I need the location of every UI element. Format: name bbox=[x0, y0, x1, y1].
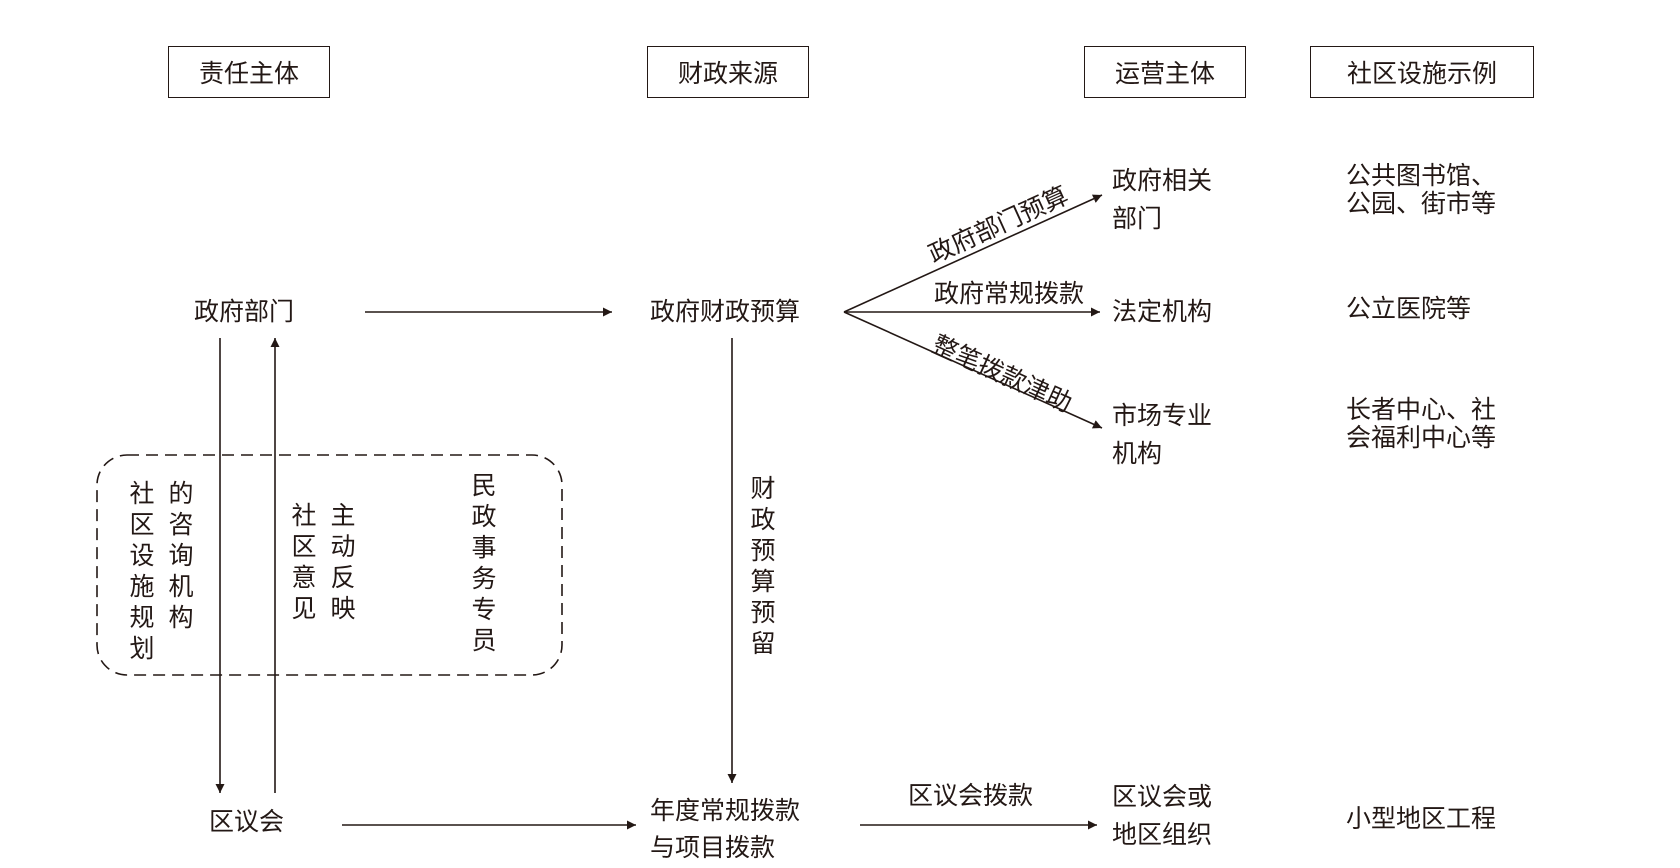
label-advisory-col2: 的咨询机构 bbox=[168, 479, 194, 632]
header-operator-label: 运营主体 bbox=[1114, 59, 1215, 88]
node-op-gov-related: 政府相关 部门 bbox=[1112, 166, 1213, 233]
label-regular-grant: 政府常规拨款 bbox=[934, 279, 1085, 308]
example-elderly: 长者中心、社 会福利中心等 bbox=[1346, 395, 1497, 452]
advisory-group-dashed-box bbox=[96, 454, 563, 676]
node-annual-funding: 年度常规拨款 与项目拨款 bbox=[650, 796, 801, 862]
arrow-budget-to-gov-related bbox=[843, 194, 1103, 313]
header-facility: 社区设施示例 bbox=[1310, 46, 1534, 98]
node-op-district: 区议会或 地区组织 bbox=[1112, 782, 1213, 849]
node-gov-dept: 政府部门 bbox=[194, 297, 295, 326]
label-council-grant: 区议会拨款 bbox=[908, 781, 1034, 810]
header-funding-label: 财政来源 bbox=[677, 59, 778, 88]
header-operator: 运营主体 bbox=[1084, 46, 1246, 98]
label-feedback-col1: 社区意见 bbox=[291, 501, 317, 623]
arrow-budget-to-market bbox=[843, 311, 1103, 429]
label-feedback-col2: 主动反映 bbox=[330, 501, 356, 623]
header-responsibility-label: 责任主体 bbox=[198, 59, 299, 88]
node-gov-budget: 政府财政预算 bbox=[650, 297, 801, 326]
label-budget-reserve: 财政预算预留 bbox=[750, 474, 776, 658]
label-advisory-col1: 社区设施规划 bbox=[129, 479, 155, 663]
header-responsibility: 责任主体 bbox=[168, 46, 330, 98]
header-facility-label: 社区设施示例 bbox=[1346, 59, 1497, 88]
label-civil-affairs: 民政事务专员 bbox=[471, 471, 497, 655]
example-small-works: 小型地区工程 bbox=[1346, 804, 1497, 833]
example-hospital: 公立医院等 bbox=[1346, 294, 1472, 323]
header-funding: 财政来源 bbox=[647, 46, 809, 98]
example-library: 公共图书馆、 公园、街市等 bbox=[1346, 161, 1497, 218]
node-op-statutory: 法定机构 bbox=[1112, 297, 1213, 326]
node-district-council: 区议会 bbox=[209, 807, 285, 836]
node-op-market: 市场专业 机构 bbox=[1112, 401, 1213, 468]
